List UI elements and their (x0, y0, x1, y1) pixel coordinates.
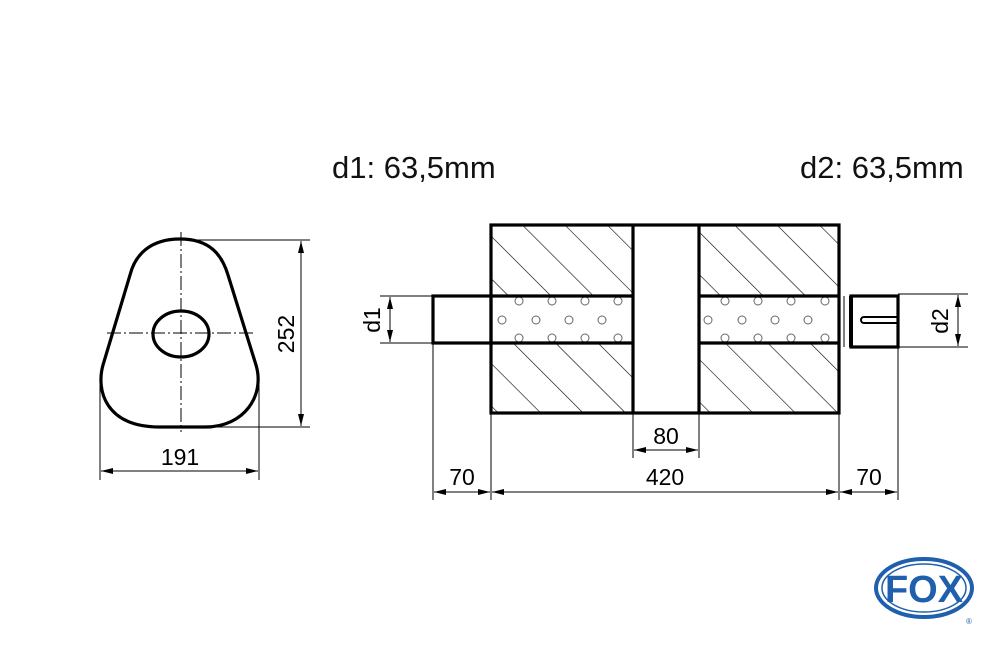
d1-dimension-label: d1 (359, 307, 385, 333)
height-dimension-value: 252 (273, 315, 299, 353)
hatched-packing (699, 225, 839, 296)
outlet-slot (860, 316, 898, 324)
inlet-length-dimension-value: 70 (449, 464, 475, 490)
hatched-packing (491, 225, 633, 296)
outlet-pipe (849, 294, 900, 349)
outlet-length-dimension-value: 70 (856, 464, 882, 490)
d2-diameter-label: d2: 63,5mm (800, 150, 964, 185)
inlet-pipe (431, 294, 493, 345)
width-dimension-value: 191 (161, 444, 199, 470)
fox-logo: FOX ® (874, 557, 974, 626)
hatched-packing (491, 343, 633, 413)
d1-diameter-label: d1: 63,5mm (332, 150, 496, 185)
body-length-dimension-value: 420 (646, 464, 684, 490)
d2-dimension-label: d2 (927, 308, 953, 334)
hatched-packing (699, 343, 839, 413)
cross-section-view: 252 191 (99, 232, 310, 480)
registered-mark: ® (966, 617, 972, 626)
perforated-pipe-right (703, 296, 830, 343)
logo-text: FOX (885, 569, 964, 611)
triangular-oval-outline (99, 237, 260, 429)
perforated-pipe-left (497, 296, 623, 343)
center-chamber-dimension-value: 80 (653, 423, 679, 449)
side-section-view: d1 d2 80 70 420 70 (359, 223, 968, 500)
